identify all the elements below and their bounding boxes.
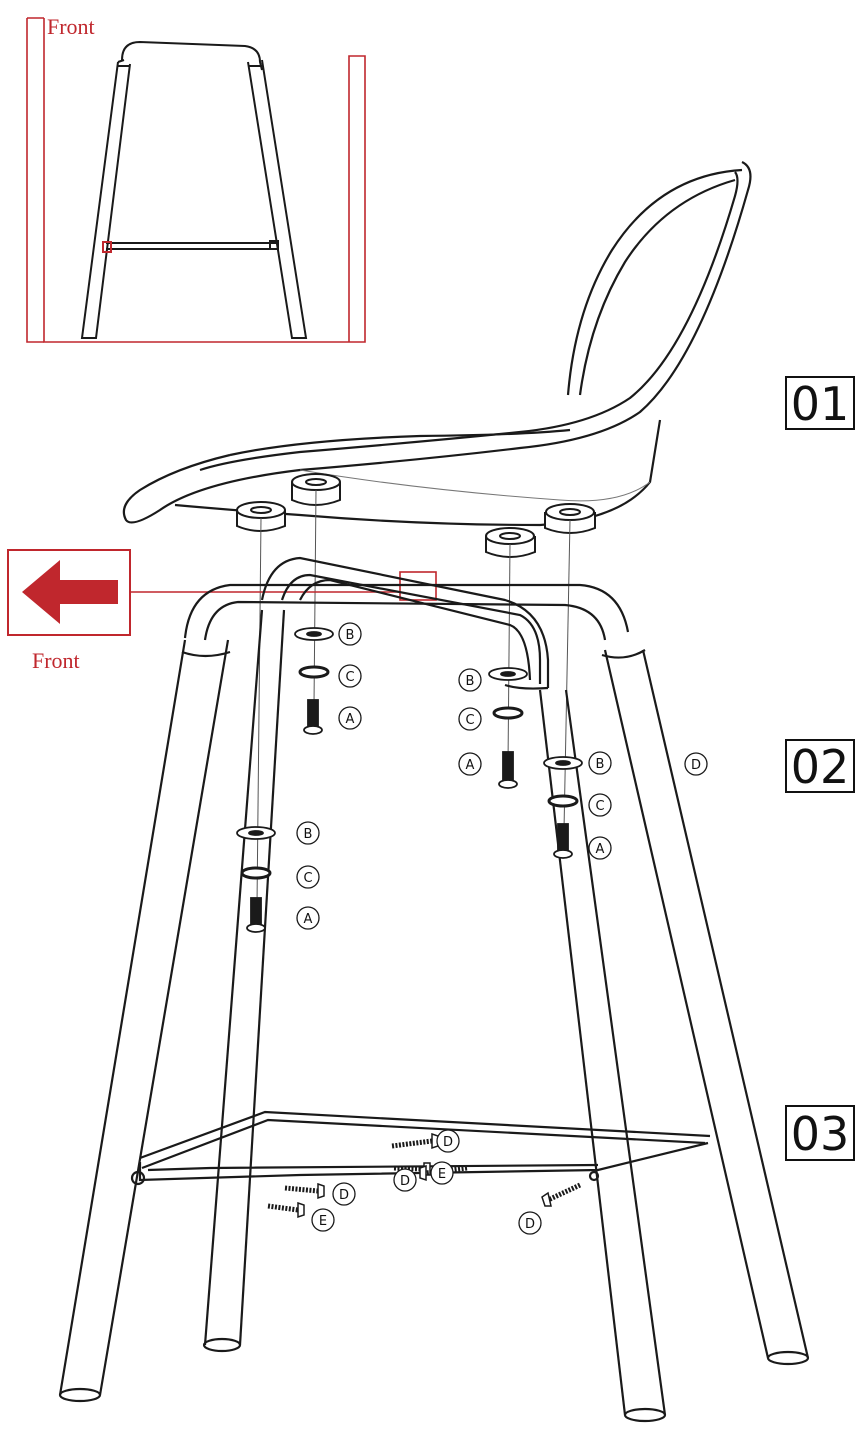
callout-a-4: A: [588, 836, 612, 860]
callout-d-1: D: [436, 1129, 460, 1153]
part-callouts: B C A B C A B C A B C A D D E D E D D: [296, 622, 708, 1235]
svg-text:B: B: [304, 827, 313, 842]
washer-c-1: [298, 665, 330, 679]
callout-c-4: C: [588, 793, 612, 817]
washer-c-3: [492, 706, 524, 720]
callout-c-3: C: [458, 707, 482, 731]
callout-d-leg: D: [684, 752, 708, 776]
svg-text:01: 01: [791, 377, 850, 431]
seat-shell: [122, 161, 752, 527]
inset-frame-left: [26, 18, 44, 343]
callout-b-2: B: [296, 821, 320, 845]
bolt-a-3: [502, 751, 514, 783]
svg-text:C: C: [303, 871, 312, 886]
bolt-a-1: [307, 699, 319, 729]
svg-text:A: A: [346, 712, 355, 727]
svg-text:B: B: [596, 757, 605, 772]
svg-text:D: D: [525, 1217, 535, 1232]
svg-text:E: E: [319, 1214, 327, 1229]
bolt-a-2: [250, 897, 262, 927]
svg-text:C: C: [465, 713, 474, 728]
svg-text:E: E: [438, 1167, 446, 1182]
svg-text:03: 03: [791, 1107, 850, 1161]
callout-d-3: D: [393, 1168, 417, 1192]
svg-text:C: C: [345, 670, 354, 685]
callout-b-4: B: [588, 751, 612, 775]
callout-e-1: E: [430, 1161, 454, 1185]
svg-text:A: A: [304, 912, 313, 927]
left-arrow-icon: [22, 560, 118, 624]
callout-a-3: A: [458, 752, 482, 776]
callout-a-1: A: [338, 706, 362, 730]
callout-c-2: C: [296, 865, 320, 889]
step-01: 01: [785, 376, 855, 431]
svg-text:B: B: [346, 628, 355, 643]
svg-text:A: A: [466, 758, 475, 773]
callout-b-3: B: [458, 668, 482, 692]
callout-d-2: D: [332, 1182, 356, 1206]
svg-text:D: D: [691, 758, 701, 773]
step-03: 03: [785, 1105, 855, 1161]
callout-a-2: A: [296, 906, 320, 930]
boss-1: [291, 473, 341, 506]
front-arrow-label: Front: [32, 648, 80, 673]
callout-e-2: E: [311, 1208, 335, 1232]
front-view-inset: Front: [26, 14, 366, 343]
hardware: [236, 627, 583, 933]
callout-c-1: C: [338, 664, 362, 688]
inset-stool: [80, 40, 308, 339]
svg-text:C: C: [595, 799, 604, 814]
svg-text:02: 02: [791, 740, 850, 794]
boss-4: [485, 527, 536, 558]
washer-c-2: [240, 866, 272, 880]
footrest-screws: [267, 1132, 582, 1219]
step-02: 02: [785, 739, 855, 794]
inset-frame: [43, 18, 366, 343]
bolt-a-4: [557, 823, 569, 853]
svg-text:D: D: [339, 1188, 349, 1203]
inset-front-label: Front: [47, 14, 95, 39]
svg-text:A: A: [596, 842, 605, 857]
callout-b-1: B: [338, 622, 362, 646]
step-numbers: 01 02 03: [785, 376, 855, 1161]
svg-text:D: D: [400, 1174, 410, 1189]
callout-d-4: D: [518, 1211, 542, 1235]
washer-c-4: [547, 794, 579, 808]
svg-text:D: D: [443, 1135, 453, 1150]
svg-text:B: B: [466, 674, 475, 689]
leg-frame: [58, 556, 810, 1423]
front-direction-indicator: Front: [7, 549, 437, 673]
